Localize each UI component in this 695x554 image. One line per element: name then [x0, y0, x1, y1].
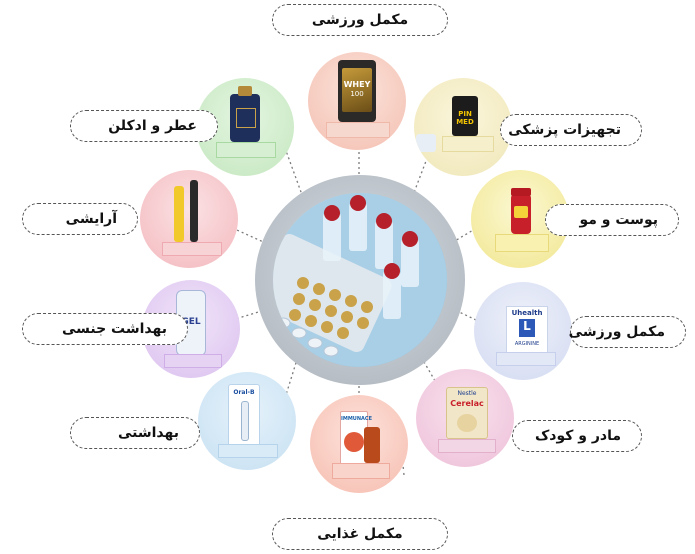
cerelac-label: Cerelac: [450, 399, 484, 408]
pinmed-label: PIN MED: [456, 110, 474, 126]
product-stand: [218, 444, 278, 458]
uhealth-box: Uhealth L ARGININE: [506, 306, 548, 354]
category-label: بهداشتی: [117, 425, 179, 441]
label-pill-skin-hair[interactable]: پوست و مو: [545, 204, 679, 236]
oral-b-box: Oral-B: [228, 384, 260, 446]
category-image-hygiene[interactable]: Oral-B: [198, 372, 296, 470]
uhealth-sub: ARGININE: [514, 341, 540, 347]
category-label: مادر و کودک: [534, 428, 621, 444]
category-image-makeup[interactable]: [140, 170, 238, 268]
category-label: مکمل ورزشی: [568, 324, 665, 340]
product-stand: [326, 122, 390, 138]
label-pill-sexual-health[interactable]: بهداشت جنسی: [22, 313, 188, 345]
label-pill-makeup[interactable]: آرایشی: [22, 203, 138, 235]
product-stand: [442, 136, 494, 152]
uhealth-letter: L: [519, 319, 535, 337]
label-pill-perfume[interactable]: عطر و ادکلن: [70, 110, 218, 142]
syrup-bottle: [364, 427, 380, 463]
category-label: مکمل ورزشی: [311, 12, 409, 28]
whey-package: WHEY 100: [338, 60, 376, 122]
product-stand: [162, 242, 222, 256]
supplement-bottle: [511, 188, 531, 234]
product-stand: [216, 142, 276, 158]
oral-b-label: Oral-B: [233, 389, 255, 396]
label-pill-sport-supplement-top[interactable]: مکمل ورزشی: [272, 4, 448, 36]
category-label: تجهیزات پزشکی: [508, 122, 621, 138]
cerelac-box: Nestle Cerelac: [446, 387, 488, 439]
category-label: آرایشی: [65, 211, 117, 227]
cerelac-brand: Nestle: [457, 390, 477, 397]
category-image-medical-equipment[interactable]: PIN MED: [414, 78, 512, 176]
label-pill-sport-supplement[interactable]: مکمل ورزشی: [568, 316, 686, 348]
whey-number: 100: [350, 90, 364, 98]
immunace-label: IMMUNACE: [341, 416, 373, 422]
label-pill-medical-equipment[interactable]: تجهیزات پزشکی: [500, 114, 642, 146]
category-label: پوست و مو: [579, 212, 658, 228]
central-pharmacy-image: [255, 175, 465, 385]
category-image-sport-supplement[interactable]: Uhealth L ARGININE: [474, 282, 572, 380]
connector-sport: [454, 309, 477, 321]
product-stand: [332, 463, 390, 479]
mascara-tube: [174, 186, 184, 242]
category-image-food-supplement[interactable]: IMMUNACE: [310, 395, 408, 493]
category-label: بهداشت جنسی: [61, 321, 167, 337]
gel-label: GEL: [181, 317, 201, 327]
device-accessory: [416, 134, 436, 152]
immunace-box: IMMUNACE: [340, 411, 373, 465]
label-pill-mother-child[interactable]: مادر و کودک: [512, 420, 642, 452]
medical-device-box: PIN MED: [452, 96, 478, 136]
category-image-mother-child[interactable]: Nestle Cerelac: [416, 369, 514, 467]
product-stand: [164, 354, 222, 368]
uhealth-label: Uhealth: [511, 309, 543, 317]
pills-illustration: [273, 193, 447, 367]
product-stand: [438, 439, 496, 453]
category-label: عطر و ادکلن: [108, 118, 197, 134]
category-label: مکمل غذایی: [317, 526, 403, 542]
pills-and-vials-image: [273, 193, 447, 367]
perfume-bottle: [230, 86, 260, 142]
product-stand: [496, 352, 556, 366]
mascara-wand: [190, 180, 198, 242]
label-pill-food-supplement[interactable]: مکمل غذایی: [272, 518, 448, 550]
category-image-sport-supplement-top[interactable]: WHEY 100: [308, 52, 406, 150]
product-stand: [495, 234, 549, 252]
whey-label: WHEY: [343, 80, 371, 89]
label-pill-hygiene[interactable]: بهداشتی: [70, 417, 200, 449]
